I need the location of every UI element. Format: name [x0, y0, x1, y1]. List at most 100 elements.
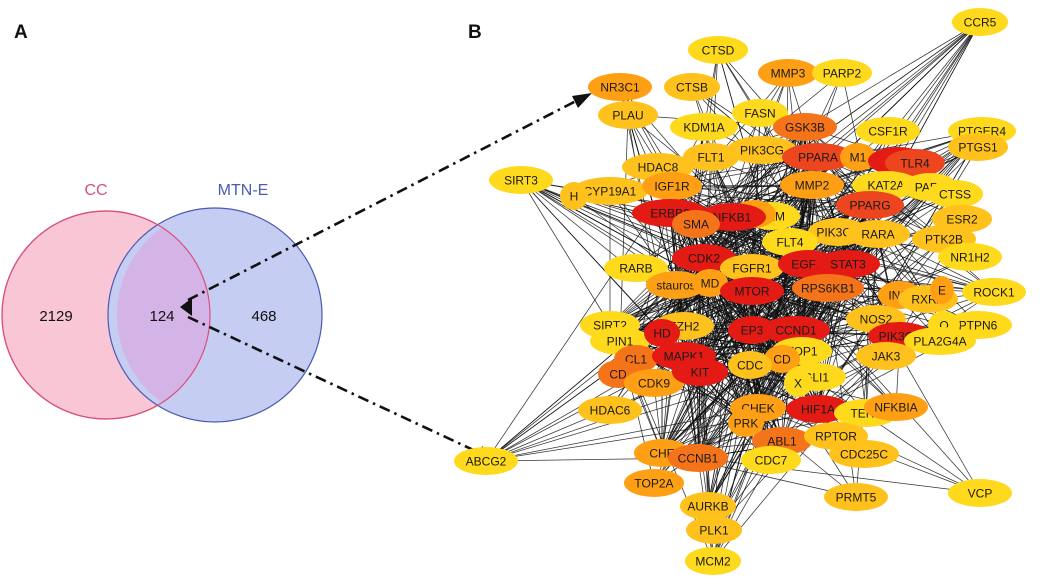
network-node-ellipse	[604, 254, 668, 282]
network-node-label: KDM1A	[683, 120, 724, 134]
network-node-ellipse	[489, 166, 553, 194]
network-node-label: IGF1R	[654, 179, 690, 193]
network-edge	[847, 263, 981, 494]
network-node-ccnb1: CCNB1	[668, 444, 728, 472]
network-node-label: KIT	[691, 365, 710, 379]
network-node-plk1: PLK1	[686, 516, 742, 544]
network-node-nr1h2: NR1H2	[938, 243, 1002, 271]
network-edge	[804, 21, 981, 128]
network-node-md: MD	[692, 269, 728, 297]
network-node-nfkbia: NFKBIA	[864, 393, 928, 421]
network-node-cd: CD	[764, 345, 800, 373]
network-node-label: SMA	[683, 217, 709, 231]
network-node-ellipse	[856, 342, 916, 370]
network-node-ellipse	[624, 369, 684, 397]
network-node-stauros: stauros	[646, 271, 706, 299]
network-node-label: RARA	[861, 227, 894, 241]
network-node-label: CDK2	[688, 251, 720, 265]
network-node-label: ROCK1	[973, 285, 1015, 299]
network-node-ctss: CTSS	[927, 180, 983, 208]
network-node-label: CCNB1	[678, 451, 719, 465]
network-node-abcg2: ABCG2	[454, 447, 518, 475]
venn-intersection	[116, 227, 211, 403]
network-node-label: VCP	[968, 486, 993, 500]
network-node-label: PLK1	[699, 523, 729, 537]
arrowhead-upper	[572, 93, 592, 108]
network-node-jak3: JAK3	[856, 342, 916, 370]
network-node-hif1a: HIF1A	[786, 395, 850, 423]
network-node-ellipse	[780, 171, 844, 199]
network-edge	[485, 335, 901, 462]
network-node-ellipse	[786, 395, 850, 423]
network-node-hd: HD	[644, 319, 680, 347]
network-edge	[731, 21, 981, 218]
network-node-ellipse	[572, 177, 648, 205]
network-node-ellipse	[824, 483, 888, 511]
network-node-cdc: CDC	[728, 351, 772, 379]
network-node-ellipse	[728, 316, 776, 344]
network-edge	[485, 184, 813, 462]
network-node-ellipse	[588, 73, 652, 101]
network-node-ellipse	[686, 516, 742, 544]
network-node-ellipse	[741, 446, 801, 474]
network-node-mcm2: MCM2	[685, 547, 741, 575]
network-node-ellipse	[672, 358, 728, 386]
network-node-ellipse	[598, 101, 658, 129]
network-node-pparg: PPARG	[836, 191, 904, 219]
network-node-label: PTGS1	[958, 140, 998, 154]
network-node-label: PLAU	[612, 108, 643, 122]
network-node-ep3: EP3	[728, 316, 776, 344]
venn-diagram: CC MTN-E 2129 124 468	[1, 182, 323, 423]
network-node-ctsd: CTSD	[688, 36, 748, 64]
network-node-igf1r: IGF1R	[642, 172, 702, 200]
network-node-m1: M1	[840, 143, 876, 171]
network-node-e: E	[930, 276, 954, 304]
network-node-h: H	[560, 182, 588, 210]
network-node-rara: RARA	[846, 220, 910, 248]
network-node-label: GSK3B	[785, 120, 825, 134]
venn-count-mtn-e-only: 468	[251, 308, 276, 325]
network-node-ellipse	[836, 191, 904, 219]
network-node-label: CCND1	[775, 323, 817, 337]
network-node-ccr5: CCR5	[952, 8, 1008, 36]
network-node-hdac6: HDAC6	[578, 396, 642, 424]
network-node-label: MD	[701, 276, 720, 290]
network-node-label: MTOR	[734, 284, 769, 298]
venn-title-mtn-e: MTN-E	[218, 182, 269, 199]
arrowhead-start	[180, 298, 192, 316]
network-node-ellipse	[762, 316, 830, 344]
network-node-label: SIRT3	[504, 173, 538, 187]
network-node-label: CSF1R	[868, 124, 908, 138]
network-edge	[703, 126, 871, 206]
network-node-rps6kb1: RPS6KB1	[792, 274, 864, 302]
network-node-label: CD	[609, 367, 627, 381]
network-node-label: TLR4	[900, 156, 930, 170]
venn-title-cc: CC	[84, 182, 107, 199]
network-edge	[781, 184, 813, 442]
network-node-label: FASN	[744, 106, 775, 120]
network-node-ctsb: CTSB	[664, 73, 720, 101]
network-node-vcp: VCP	[948, 479, 1012, 507]
network-node-ellipse	[688, 36, 748, 64]
network-node-ellipse	[840, 143, 876, 171]
network-node-label: NR3C1	[600, 80, 640, 94]
network-node-ellipse	[727, 136, 797, 164]
venn-count-intersection: 124	[149, 308, 174, 325]
network-node-label: ABCG2	[466, 454, 507, 468]
panel-label-b: B	[468, 22, 482, 43]
network-node-ellipse	[829, 440, 899, 468]
network-node-ellipse	[692, 269, 728, 297]
network-node-ellipse	[720, 277, 784, 305]
network-node-label: EGFR	[791, 257, 825, 271]
network-edge	[817, 21, 981, 158]
network-node-label: M1	[850, 150, 867, 164]
network-node-ellipse	[560, 182, 588, 210]
network-node-flt1: FLT1	[683, 143, 739, 171]
network-node-prk: PRK	[728, 409, 764, 437]
network-node-ellipse	[578, 396, 642, 424]
network-edge	[619, 114, 629, 342]
network-node-prmt5: PRMT5	[824, 483, 888, 511]
network-node-label: PPARA	[798, 150, 838, 164]
network-node-ellipse	[668, 444, 728, 472]
network-node-ellipse	[816, 250, 880, 278]
